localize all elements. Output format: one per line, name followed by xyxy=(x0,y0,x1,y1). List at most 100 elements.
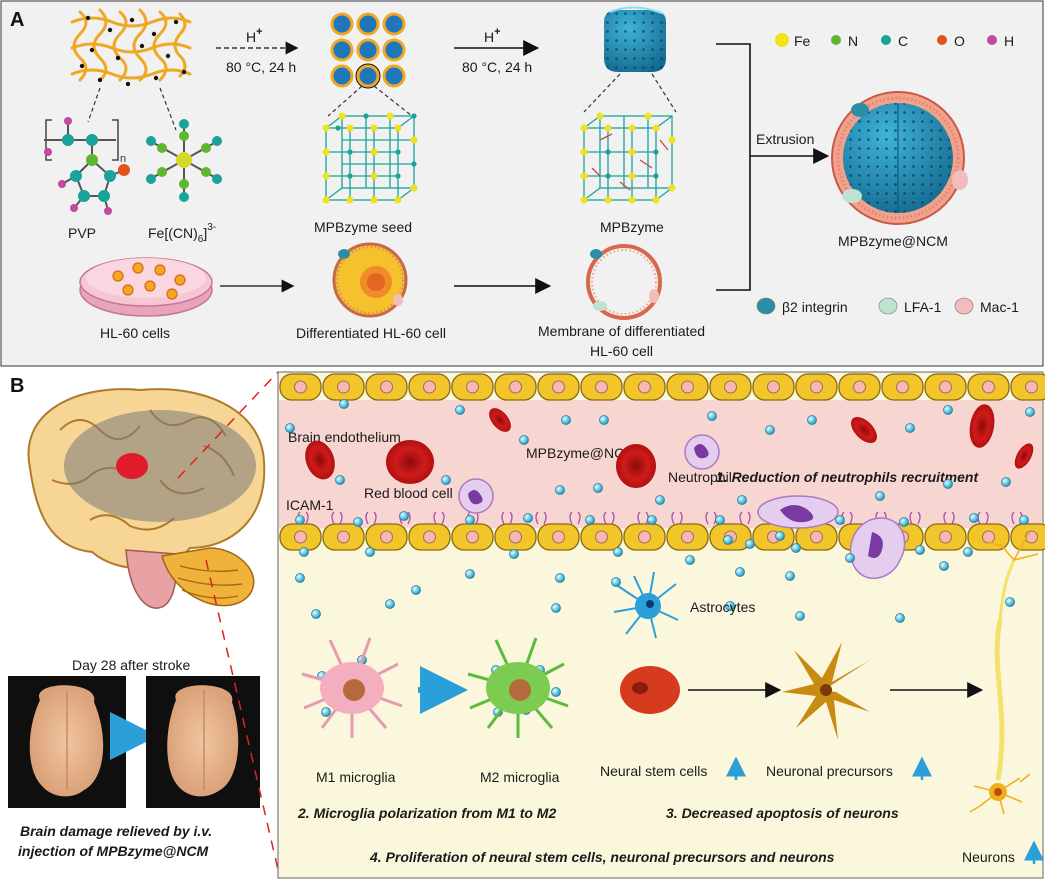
endothelium-top-row xyxy=(279,373,1045,401)
nanoparticle xyxy=(335,475,345,485)
neutrophils xyxy=(458,434,906,580)
mpbzyme-lattice xyxy=(583,115,673,201)
fecn6-label: Fe[(CN)6]3- xyxy=(148,222,216,245)
endothelial-nucleus xyxy=(896,380,909,394)
endothelial-nucleus xyxy=(595,380,608,394)
endothelial-nucleus xyxy=(638,530,651,544)
nanoparticle xyxy=(339,399,349,409)
nanoparticle xyxy=(561,415,571,425)
seed-array xyxy=(330,12,406,89)
neuronal-precursor xyxy=(782,642,870,740)
differentiated-cell xyxy=(332,242,408,318)
differentiated-cell-label: Differentiated HL-60 cell xyxy=(296,325,446,341)
seed-label: MPBzyme seed xyxy=(314,219,412,235)
precursor-mesh xyxy=(70,8,192,82)
endothelial-nucleus xyxy=(509,380,522,394)
step3-text: 3. Decreased apoptosis of neurons xyxy=(666,805,899,821)
nanoparticle xyxy=(519,435,529,445)
nanoparticle xyxy=(509,549,519,559)
nanoparticle xyxy=(655,495,665,505)
neurons-label: Neurons xyxy=(962,849,1015,865)
merge-bracket xyxy=(716,43,751,291)
nanoparticle xyxy=(875,491,885,501)
neutrophil-label: Neutrophil xyxy=(668,469,732,485)
lfa1-on-particle xyxy=(842,189,862,203)
nanoparticle xyxy=(411,585,421,595)
legend-protein-shape-2 xyxy=(954,297,974,315)
nanoparticle xyxy=(285,423,295,433)
icam1-receptor xyxy=(535,511,547,525)
nanoparticle xyxy=(399,511,409,521)
caption-line1: Brain damage relieved by i.v. xyxy=(20,823,212,839)
endothelial-nucleus xyxy=(681,530,694,544)
icam1-receptor xyxy=(705,511,717,525)
mac1-on-particle xyxy=(952,170,968,190)
neuron xyxy=(969,531,1039,815)
legend-label-h: H xyxy=(1004,33,1014,49)
mpbzyme-lattice-nodes xyxy=(580,112,676,204)
panel-b-letter: B xyxy=(10,375,24,397)
nanoparticle xyxy=(441,475,451,485)
nanoparticle xyxy=(915,545,925,555)
m1-microglia xyxy=(301,637,403,738)
nanoparticle xyxy=(611,577,621,587)
legend-dot-h xyxy=(987,35,997,45)
endothelial-nucleus xyxy=(853,380,866,394)
endothelial-nucleus xyxy=(466,380,479,394)
nanoparticle xyxy=(735,567,745,577)
legend-dot-n xyxy=(831,35,841,45)
legend-dot-c xyxy=(881,35,891,45)
nanoparticle xyxy=(455,405,465,415)
membrane-label-line1: Membrane of differentiated xyxy=(538,323,705,339)
icam1-receptor xyxy=(603,511,615,525)
nanoparticle xyxy=(295,573,305,583)
nanoparticle xyxy=(725,601,735,611)
cell-membrane xyxy=(586,244,662,320)
nanoparticle xyxy=(963,547,973,557)
caption-line2: injection of MPBzyme@NCM xyxy=(18,843,209,859)
nanoparticle xyxy=(295,515,305,525)
mpbzyme-ncm-particle xyxy=(831,91,968,225)
endothelial-nucleus xyxy=(380,380,393,394)
hl60-label: HL-60 cells xyxy=(100,325,170,341)
m2-label: M2 microglia xyxy=(480,769,560,785)
nanoparticle xyxy=(365,547,375,557)
nanoparticle xyxy=(613,547,623,557)
endothelial-nucleus xyxy=(982,380,995,394)
neural-stem-cell xyxy=(620,666,680,714)
endothelial-nucleus xyxy=(337,380,350,394)
nanoparticle xyxy=(299,547,309,557)
nanoparticle xyxy=(905,423,915,433)
endothelial-nucleus xyxy=(982,530,995,544)
legend-protein-label-1: LFA-1 xyxy=(904,299,942,315)
endothelial-nucleus xyxy=(1025,380,1038,394)
endothelial-nucleus xyxy=(337,530,350,544)
nanoparticle xyxy=(551,603,561,613)
nanoparticle xyxy=(969,513,979,523)
petri-dish xyxy=(79,257,213,317)
legend-label-o: O xyxy=(954,33,965,49)
nanoparticle xyxy=(939,561,949,571)
repeat-unit-n: n xyxy=(120,153,126,165)
pvp-label: PVP xyxy=(68,225,96,241)
endothelial-nucleus xyxy=(380,530,393,544)
icam1-receptor xyxy=(637,511,649,525)
step1-condition: 80 °C, 24 h xyxy=(226,59,296,75)
panel-b: B Day 28 after stroke xyxy=(8,371,1045,879)
nanoparticle xyxy=(523,513,533,523)
step1-reagent: H+ xyxy=(246,26,263,45)
icam1-receptor xyxy=(365,511,377,525)
endothelial-nucleus xyxy=(466,530,479,544)
brain-illustration xyxy=(27,388,266,609)
icam1-receptor xyxy=(569,511,581,525)
nanoparticle xyxy=(795,611,805,621)
endothelial-nucleus xyxy=(939,380,952,394)
nanoparticle xyxy=(807,415,817,425)
nanoparticle xyxy=(593,483,603,493)
pvp-molecule: n xyxy=(44,117,130,215)
endothelial-nucleus xyxy=(681,380,694,394)
zoom-line-top xyxy=(177,371,279,479)
brain-photo-before xyxy=(8,676,126,808)
